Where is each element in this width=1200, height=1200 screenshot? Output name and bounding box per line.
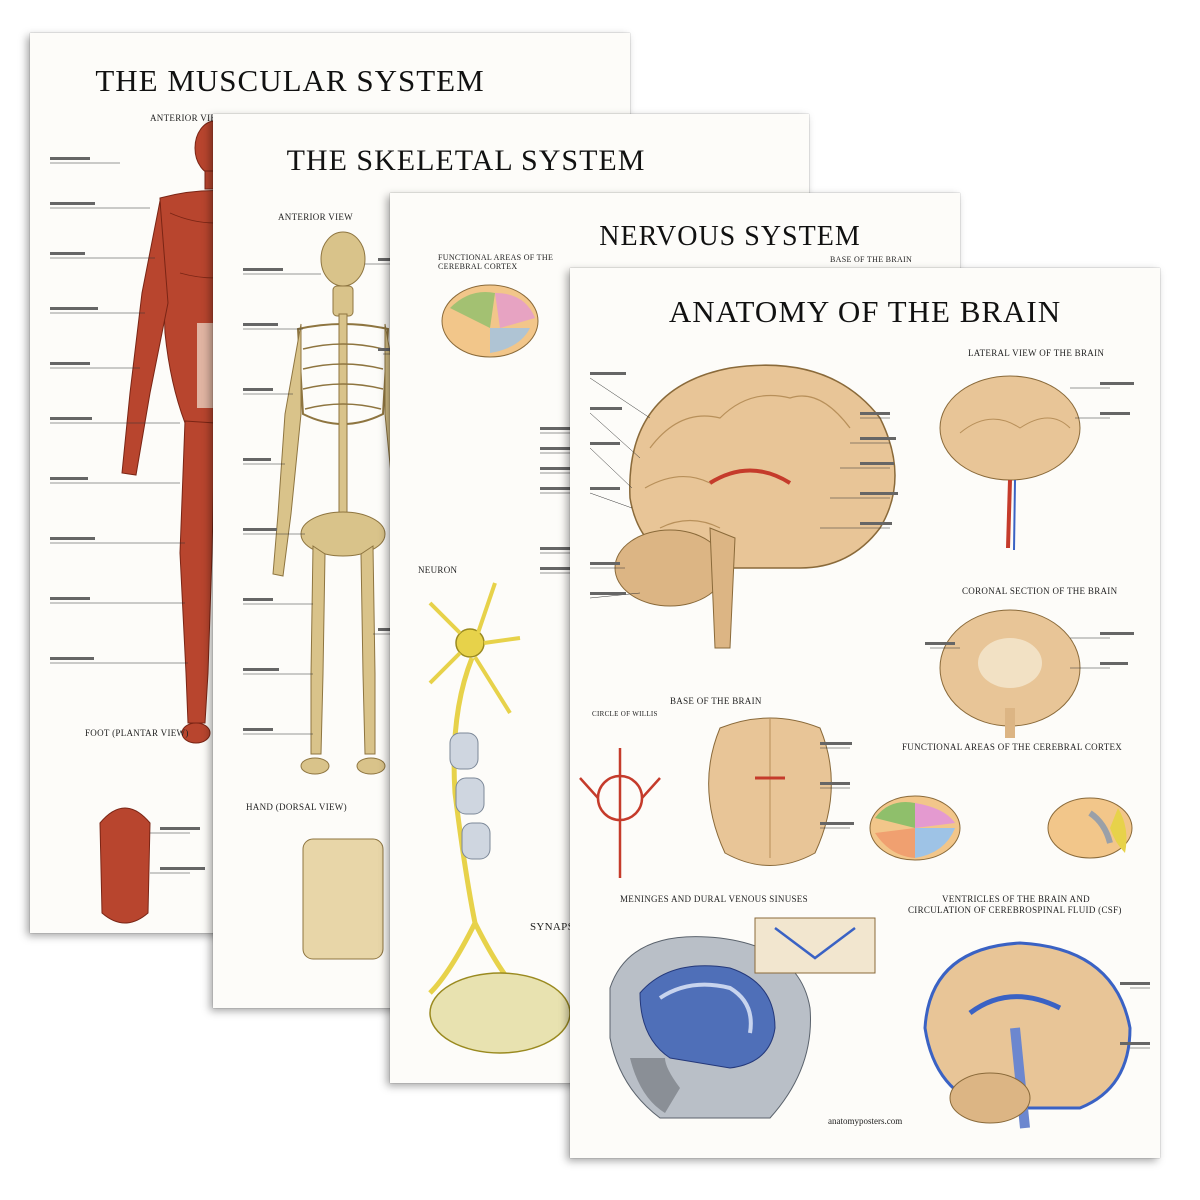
ventricles-label-1: VENTRICLES OF THE BRAIN AND	[942, 894, 1090, 904]
functional-areas-label: FUNCTIONAL AREAS OF THE CEREBRAL CORTEX	[902, 742, 1123, 752]
muscular-title: THE MUSCULAR SYSTEM	[95, 63, 485, 98]
brain-figures	[579, 364, 1150, 1129]
sagittal-brain	[614, 364, 896, 649]
base-brain	[708, 717, 832, 866]
colored-brain-icon	[441, 284, 539, 358]
circle-of-willis-label: CIRCLE OF WILLIS	[592, 710, 658, 718]
coronal-section-label: CORONAL SECTION OF THE BRAIN	[962, 586, 1118, 596]
skull-meninges	[609, 936, 811, 1119]
neuron-label: NEURON	[418, 565, 458, 575]
lateral-brain	[939, 375, 1081, 551]
synapse-label: SYNAPSE	[530, 921, 582, 933]
website-footer: anatomyposters.com	[828, 1116, 903, 1126]
meninges-label: MENINGES AND DURAL VENOUS SINUSES	[620, 894, 808, 904]
hand-dorsal-label: HAND (DORSAL VIEW)	[246, 802, 347, 812]
skeletal-title: THE SKELETAL SYSTEM	[286, 144, 646, 177]
brain-anatomy-poster: ANATOMY OF THE BRAIN	[570, 268, 1160, 1158]
base-brain-label: BASE OF THE BRAIN	[670, 696, 762, 706]
nervous-figures	[428, 284, 582, 1054]
circle-of-willis	[579, 748, 661, 878]
skeletal-anterior-label: ANTERIOR VIEW	[278, 212, 353, 222]
myelin-sheath	[449, 732, 491, 860]
lateral-view-label: LATERAL VIEW OF THE BRAIN	[968, 348, 1105, 358]
ventricles-label-2: CIRCULATION OF CEREBROSPINAL FLUID (CSF)	[908, 905, 1122, 915]
coronal-section	[939, 609, 1081, 738]
nervous-title: NERVOUS SYSTEM	[599, 221, 861, 252]
muscular-anterior-label: ANTERIOR VIEW	[150, 113, 225, 123]
meninges-layers	[754, 917, 876, 974]
functional-areas-brain	[869, 795, 1133, 861]
neuron-cell	[428, 582, 571, 1054]
brain-title: ANATOMY OF THE BRAIN	[668, 294, 1062, 329]
foot-plantar-label: FOOT (PLANTAR VIEW)	[85, 728, 189, 738]
nervous-base-label: BASE OF THE BRAIN	[830, 255, 913, 264]
nervous-functional-label: FUNCTIONAL AREAS OF THE CEREBRAL CORTEX	[438, 253, 554, 271]
ventricles-brain	[923, 941, 1132, 1129]
